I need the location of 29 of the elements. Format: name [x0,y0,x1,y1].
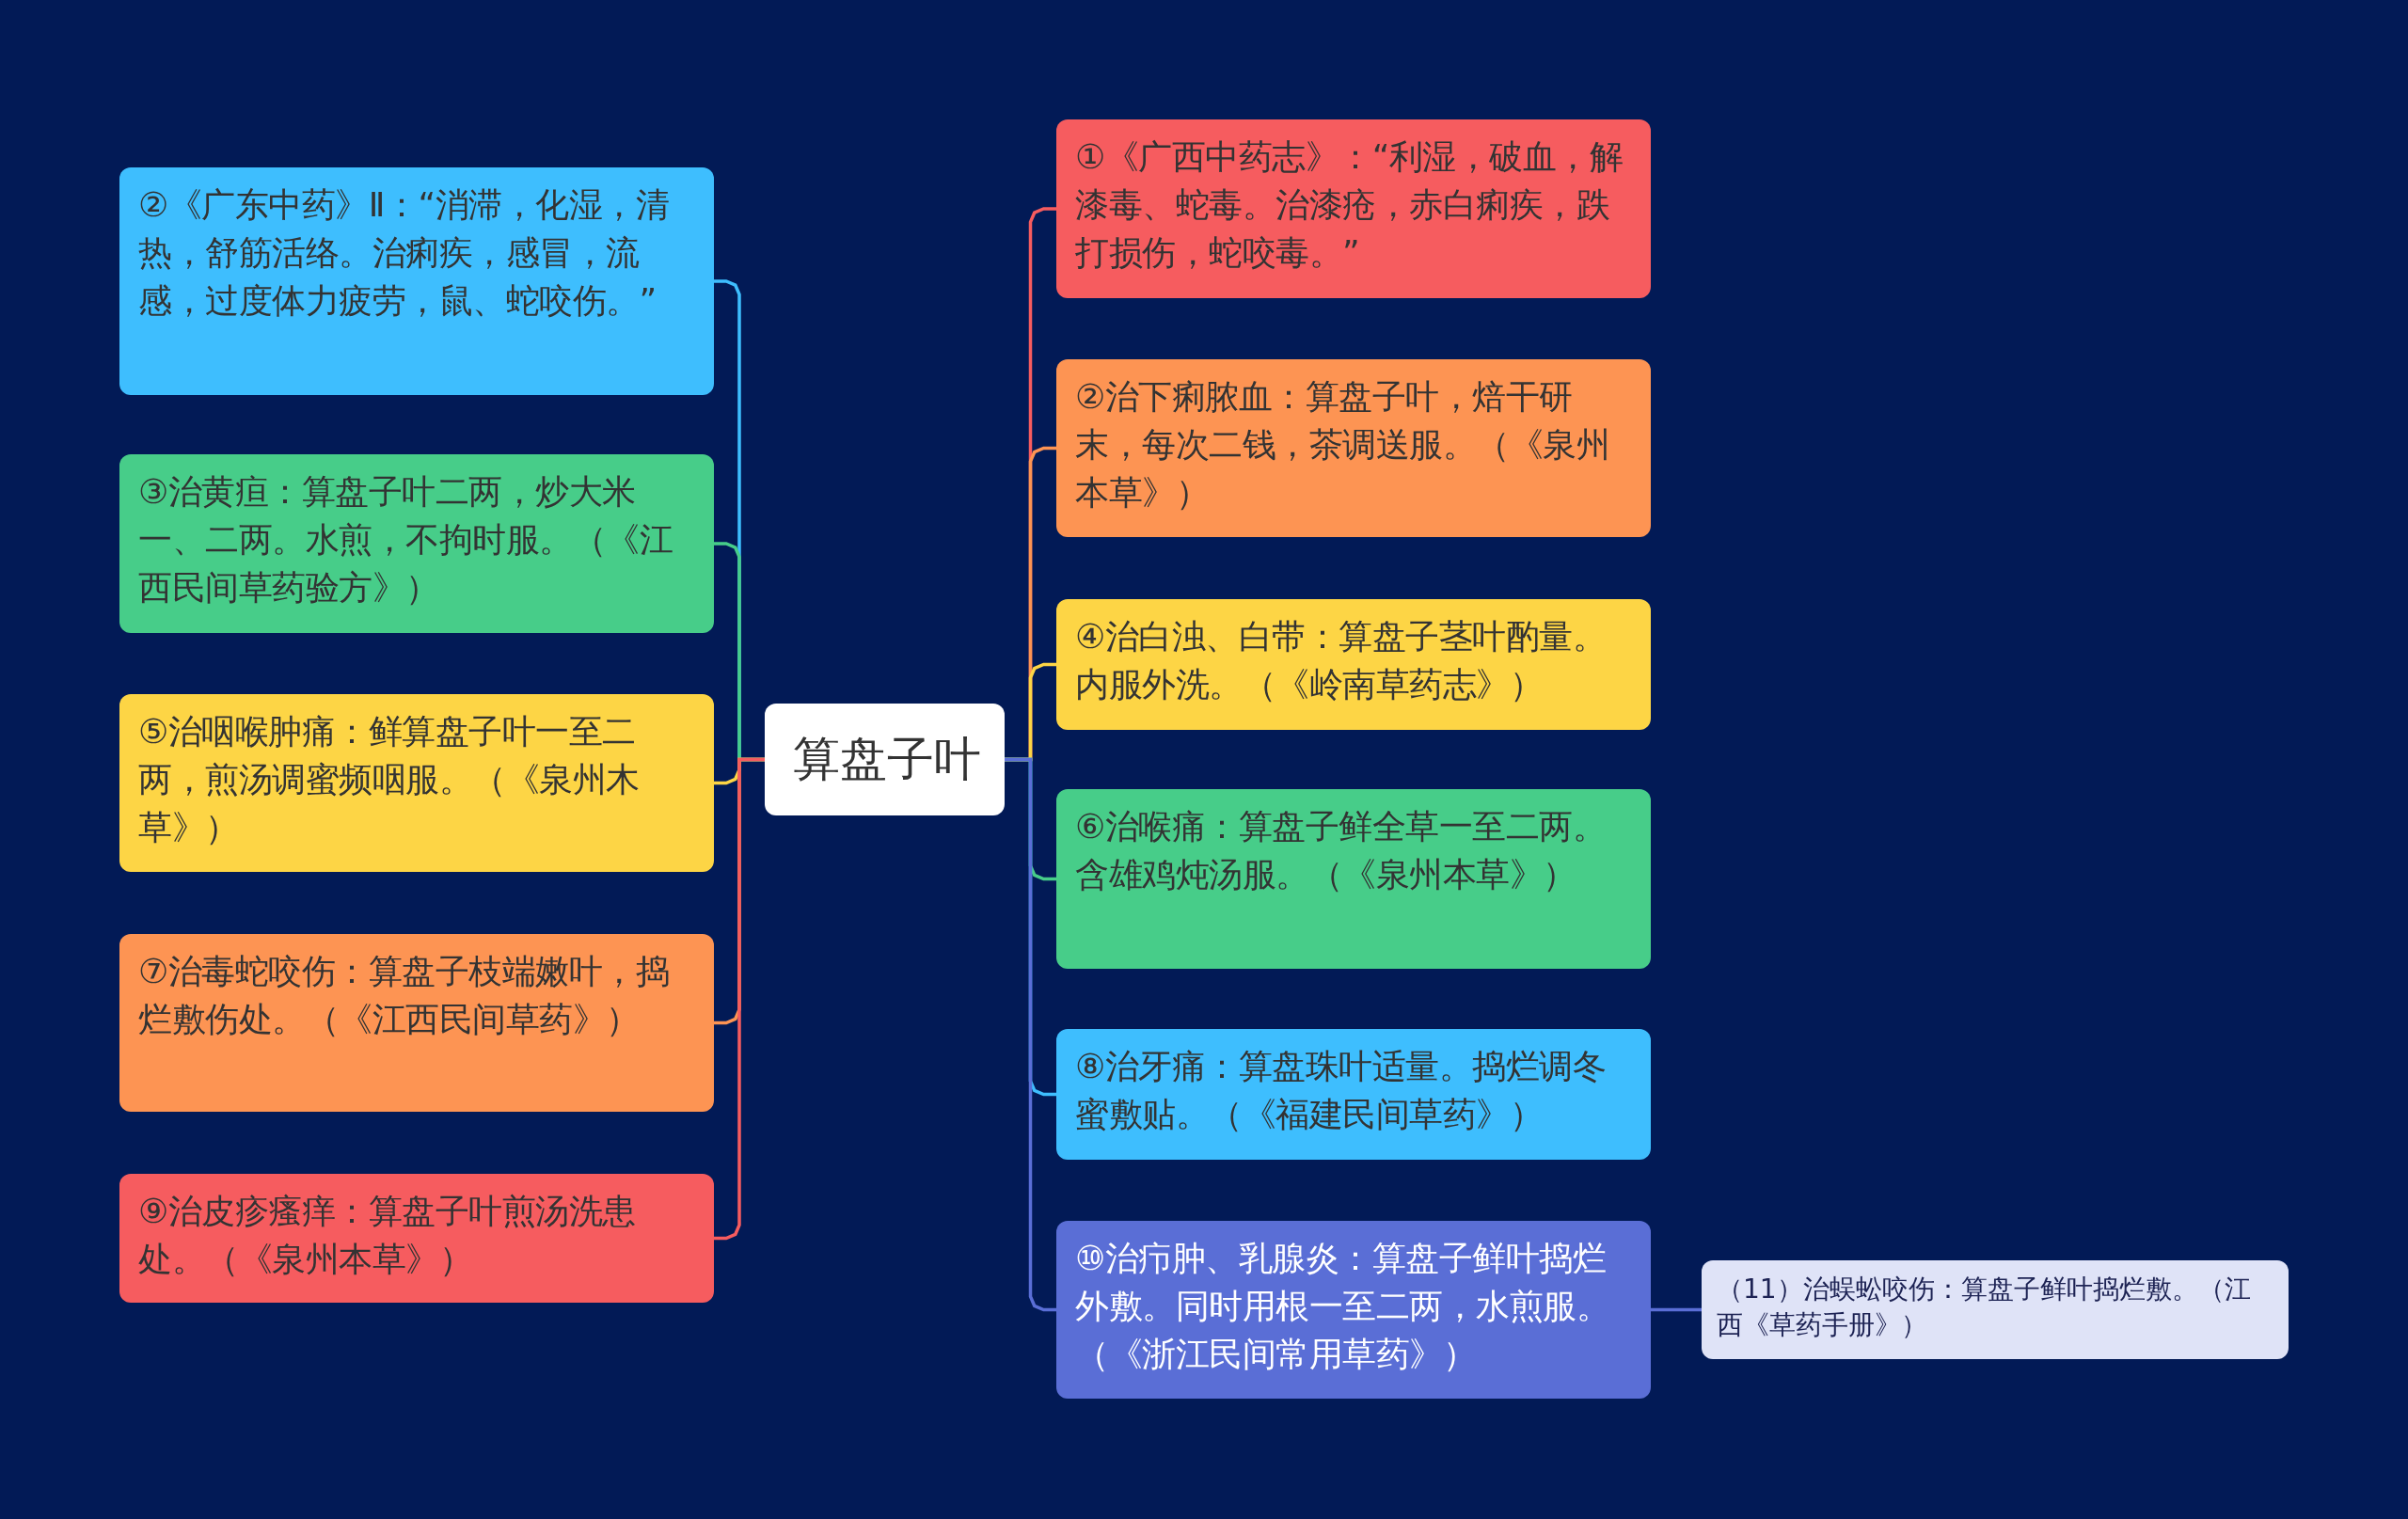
topic-box [119,1174,714,1303]
topic-box [119,454,714,633]
topic-box [1702,1260,2289,1359]
topic-text: ③治黄疸：算盘子叶二两，炒大米一、二两。水煎，不拘时服。（《江西民间草药验方》） [138,471,673,609]
topic-box [119,167,714,395]
topic-text: （11）治蜈蚣咬伤：算盘子鲜叶捣烂敷。（江西《草药手册》） [1717,1273,2252,1342]
connector-line [714,757,765,1241]
topic-box [1056,359,1651,537]
topic-box [1056,599,1651,730]
topic-box [1056,1221,1651,1399]
topic-text: ②治下痢脓血：算盘子叶，焙干研末，每次二钱，茶调送服。（《泉州本草》） [1075,376,1610,514]
topic-text: ⑥治喉痛：算盘子鲜全草一至二两。含雄鸡炖汤服。（《泉州本草》） [1075,806,1608,895]
topic-box [1056,789,1651,969]
topic-text: ①《广西中药志》：“利湿，破血，解漆毒、蛇毒。治漆疮，赤白痢疾，跌打损伤，蛇咬毒。” [1075,136,1624,274]
topic-text: ④治白浊、白带：算盘子茎叶酌量。内服外洗。（《岭南草药志》） [1075,616,1608,705]
topic-box [119,694,714,872]
connector-line [1651,1307,1702,1312]
topic-text: ⑧治牙痛：算盘珠叶适量。捣烂调冬蜜敷贴。（《福建民间草药》） [1075,1046,1608,1135]
topic-text: ⑤治咽喉肿痛：鲜算盘子叶一至二两，煎汤调蜜频咽服。（《泉州木草》） [138,711,641,848]
topic-text: ⑩治疖肿、乳腺炎：算盘子鲜叶捣烂外敷。同时用根一至二两，水煎服。（《浙江民间常用草药》） [1075,1238,1610,1375]
connector-line [1005,757,1056,1312]
central-topic: 算盘子叶 [792,731,981,788]
topic-text: ②《广东中药》Ⅱ：“消滞，化湿，清热，舒筋活络。治痢疾，感冒，流感，过度体力疲劳，鼠、蛇咬伤。” [138,184,671,322]
topic-text: ⑨治皮疹瘙痒：算盘子叶煎汤洗患处。（《泉州本草》） [138,1191,637,1280]
topic-box [119,934,714,1112]
topic-box [1056,119,1651,298]
central-topic-box [765,704,1005,815]
topic-text: ⑦治毒蛇咬伤：算盘子枝端嫩叶，捣烂敷伤处。（《江西民间草药》） [138,951,671,1040]
topic-box [1056,1029,1651,1160]
